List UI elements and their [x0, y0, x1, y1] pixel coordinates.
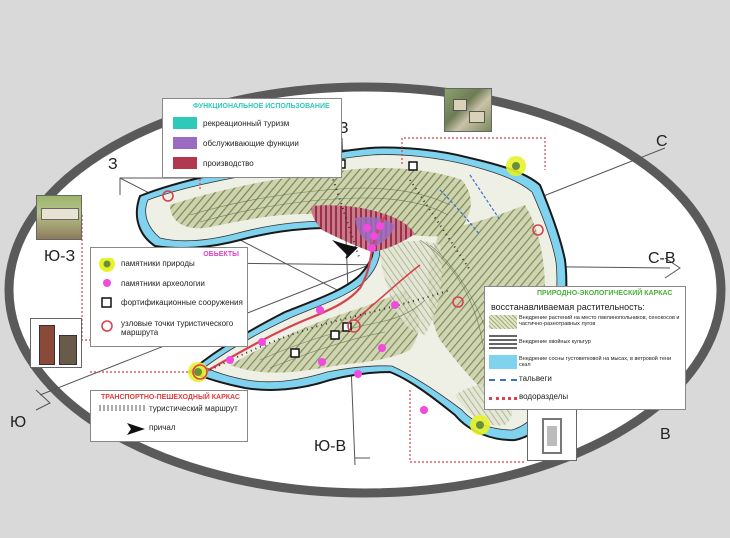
objects-legend-icons	[99, 258, 115, 332]
swatch-production	[173, 157, 197, 169]
label-south: Ю	[10, 414, 27, 431]
legend-tourist-route: туристический маршрут	[149, 404, 238, 413]
label-west: З	[108, 156, 118, 173]
legend-conifer: Внедрение хвойных культур	[519, 339, 591, 345]
swatch-meadow	[489, 315, 517, 329]
legend-pier: причал	[149, 423, 176, 432]
meadow-zone	[380, 240, 442, 335]
service-zone	[355, 216, 395, 246]
legend-archaeology: памятники археологии	[121, 279, 205, 288]
transport-title: ТРАНСПОРТНО-ПЕШЕХОДНЫЙ КАРКАС	[101, 394, 240, 401]
legend-watershed: водоразделы	[519, 392, 569, 401]
archaeology-monuments	[226, 222, 428, 414]
label-south-west: Ю-З	[44, 248, 76, 265]
transport-legend: ТРАНСПОРТНО-ПЕШЕХОДНЫЙ КАРКАС туристичес…	[90, 390, 248, 442]
watershed-lines	[209, 169, 471, 371]
legend-service: обслуживающие функции	[203, 139, 299, 148]
tourist-route-east	[354, 264, 421, 321]
eco-title: ПРИРОДНО-ЭКОЛОГИЧЕСКИЙ КАРКАС	[537, 290, 673, 297]
legend-tourist-nodes: узловые точки туристического маршрута	[121, 319, 234, 337]
swatch-pine	[489, 355, 517, 369]
tourist-nodes	[162, 190, 544, 380]
legend-fortifications: фортификационные сооружения	[121, 298, 243, 307]
legend-thalweg: тальвеги	[519, 374, 552, 383]
swatch-watershed	[489, 397, 517, 400]
legend-recreation: рекреационный туризм	[203, 119, 290, 128]
objects-legend: ОБЬЕКТЫ памятники природы памятники архе…	[90, 247, 248, 347]
thumbnail-sculpture	[527, 409, 577, 461]
legend-meadow: Внедрение растений на место гмелинопольн…	[519, 315, 680, 327]
legend-nature-monuments: памятники природы	[121, 259, 195, 268]
swatch-conifer	[489, 335, 517, 349]
functional-use-legend: ФУНКЦИОНАЛЬНОЕ ИСПОЛЬЗОВАНИЕ рекреационн…	[162, 98, 342, 178]
pier-arrow-icon	[332, 240, 356, 256]
eco-subtitle: восстанавливаемая растительность:	[491, 302, 645, 312]
thumbnail-architecture-north	[444, 88, 492, 132]
thumbnail-tower	[30, 318, 82, 368]
swatch-recreation	[173, 117, 197, 129]
thumbnail-architecture-west	[36, 195, 82, 240]
label-north: С	[656, 133, 668, 150]
swatch-thalweg	[489, 379, 517, 381]
eco-frame-legend: ПРИРОДНО-ЭКОЛОГИЧЕСКИЙ КАРКАС восстанавл…	[484, 286, 686, 410]
legend-pine: Внедрение сосны густоветковой на мысах, …	[519, 356, 672, 368]
functional-use-title: ФУНКЦИОНАЛЬНОЕ ИСПОЛЬЗОВАНИЕ	[193, 103, 330, 110]
objects-title: ОБЬЕКТЫ	[203, 251, 239, 258]
transport-legend-icons	[99, 405, 147, 435]
label-east: В	[660, 426, 671, 443]
vegetation-zone-south	[230, 290, 420, 373]
thalweg-lines	[439, 174, 501, 236]
label-south-east: Ю-В	[314, 438, 347, 455]
label-north-east: С-В	[648, 250, 676, 267]
legend-production: производство	[203, 159, 254, 168]
swatch-service	[173, 137, 197, 149]
